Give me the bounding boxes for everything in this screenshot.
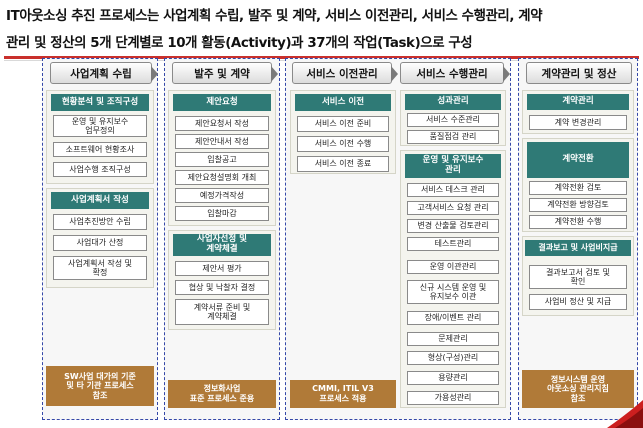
task-item: 운영 및 유지보수 업무정의 xyxy=(53,115,147,137)
task-item: 입찰공고 xyxy=(175,152,269,167)
task-item: 서비스 이전 종료 xyxy=(297,156,389,172)
task-item: 용량관리 xyxy=(407,371,499,385)
task-item: 서비스 이전 수행 xyxy=(297,136,389,152)
task-item: 서비스 수준관리 xyxy=(407,113,499,127)
phase-label-2: 발주 및 계약 xyxy=(194,67,250,80)
footer-note-2: 정보화사업 표준 프로세스 준용 xyxy=(168,380,276,408)
group-head: 계약전환 xyxy=(527,142,629,178)
task-item: 계약전환 검토 xyxy=(529,181,627,195)
group-head: 결과보고 및 사업비지급 xyxy=(525,240,631,256)
group-phase1-1: 현황분석 및 조직구성 운영 및 유지보수 업무정의 소프트웨어 현황조사 사업… xyxy=(46,90,154,184)
arrow-icon xyxy=(271,66,278,82)
group-head: 제안요청 xyxy=(173,94,271,111)
task-item: 사업수행 조직구성 xyxy=(53,162,147,177)
task-item: 제안요청서 작성 xyxy=(175,116,269,131)
task-item: 예정가격작성 xyxy=(175,188,269,203)
task-item: 계약전환 방향검토 xyxy=(529,198,627,212)
task-item: 협상 및 낙찰자 결정 xyxy=(175,280,269,295)
phase-pill-5: 계약관리 및 정산 xyxy=(526,62,632,84)
task-item: 입찰마감 xyxy=(175,206,269,221)
group-phase5-3: 결과보고 및 사업비지급 결과보고서 검토 및 확인 사업비 정산 및 지급 xyxy=(522,236,634,316)
task-item: 서비스 이전 준비 xyxy=(297,116,389,132)
task-item: 제안요청설명회 개최 xyxy=(175,170,269,185)
group-head: 운영 및 유지보수 관리 xyxy=(405,154,501,178)
group-head: 사업자선정 및 계약체결 xyxy=(173,234,271,256)
phase-pill-4: 서비스 수행관리 xyxy=(400,62,510,84)
group-phase4-1: 성과관리 서비스 수준관리 품질점검 관리 xyxy=(400,90,506,146)
phase-pill-1: 사업계획 수립 xyxy=(50,62,158,84)
phase-label-4: 서비스 수행관리 xyxy=(416,67,488,80)
task-item: 사업비 정산 및 지급 xyxy=(529,294,627,310)
title-line-2: 관리 및 정산의 5개 단계별로 10개 활동(Activity)과 37개의 … xyxy=(6,36,473,51)
task-item: 가용성관리 xyxy=(407,391,499,405)
task-item: 제안서 평가 xyxy=(175,261,269,276)
group-phase4-2: 운영 및 유지보수 관리 서비스 데스크 관리 고객서비스 요청 관리 변경 산… xyxy=(400,150,506,408)
footer-note-1: SW사업 대가의 기준 및 타 기관 프로세스 참조 xyxy=(46,366,154,406)
phase-label-3: 서비스 이전관리 xyxy=(306,67,378,80)
group-phase3-1: 서비스 이전 서비스 이전 준비 서비스 이전 수행 서비스 이전 종료 xyxy=(290,90,396,174)
phase-label-5: 계약관리 및 정산 xyxy=(541,67,617,80)
group-phase1-2: 사업계획서 작성 사업추진방안 수립 사업대가 산정 사업계획서 작성 및 확정 xyxy=(46,188,154,288)
task-item: 사업계획서 작성 및 확정 xyxy=(53,256,147,280)
corner-swoosh-decoration xyxy=(607,394,643,428)
task-item: 테스트관리 xyxy=(407,237,499,251)
group-phase5-1: 계약관리 계약 변경관리 xyxy=(522,90,634,134)
task-item: 신규 시스템 운영 및 유지보수 이관 xyxy=(407,280,499,304)
task-item: 계약 변경관리 xyxy=(529,115,627,130)
task-item: 형상(구성)관리 xyxy=(407,351,499,365)
task-item: 서비스 데스크 관리 xyxy=(407,183,499,197)
task-item: 계약전환 수행 xyxy=(529,215,627,229)
footer-note-5: 정보시스템 운영 아웃소싱 관리지침 참조 xyxy=(522,370,634,408)
task-item: 소프트웨어 현황조사 xyxy=(53,142,147,157)
arrow-icon xyxy=(503,66,510,82)
group-head: 계약관리 xyxy=(527,94,629,110)
task-item: 결과보고서 검토 및 확인 xyxy=(529,265,627,289)
task-item: 고객서비스 요청 관리 xyxy=(407,201,499,215)
task-item: 사업추진방안 수립 xyxy=(53,214,147,230)
footer-note-3: CMMI, ITIL V3 프로세스 적용 xyxy=(290,380,396,408)
group-phase2-1: 제안요청 제안요청서 작성 제안안내서 작성 입찰공고 제안요청설명회 개최 예… xyxy=(168,90,276,226)
phase-label-1: 사업계획 수립 xyxy=(70,67,132,80)
group-head: 현황분석 및 조직구성 xyxy=(51,94,149,111)
task-item: 운영 이관관리 xyxy=(407,260,499,274)
task-item: 제안안내서 작성 xyxy=(175,134,269,149)
phase-pill-3: 서비스 이전관리 xyxy=(292,62,398,84)
arrow-icon xyxy=(391,66,398,82)
task-item: 품질점검 관리 xyxy=(407,130,499,144)
task-item: 사업대가 산정 xyxy=(53,235,147,251)
task-item: 계약서류 준비 및 계약체결 xyxy=(175,299,269,325)
arrow-icon xyxy=(151,66,158,82)
group-phase5-2: 계약전환 계약전환 검토 계약전환 방향검토 계약전환 수행 xyxy=(522,138,634,232)
task-item: 변경 산출물 검토관리 xyxy=(407,219,499,233)
title-line-1: IT아웃소싱 추진 프로세스는 사업계획 수립, 발주 및 계약, 서비스 이전… xyxy=(6,9,543,24)
group-head: 성과관리 xyxy=(405,94,501,110)
group-head: 서비스 이전 xyxy=(295,94,391,111)
task-item: 장애/이벤트 관리 xyxy=(407,311,499,325)
task-item: 문제관리 xyxy=(407,332,499,346)
group-phase2-2: 사업자선정 및 계약체결 제안서 평가 협상 및 낙찰자 결정 계약서류 준비 … xyxy=(168,230,276,330)
group-head: 사업계획서 작성 xyxy=(51,192,149,209)
phase-pill-2: 발주 및 계약 xyxy=(172,62,278,84)
title-rule xyxy=(4,56,639,59)
